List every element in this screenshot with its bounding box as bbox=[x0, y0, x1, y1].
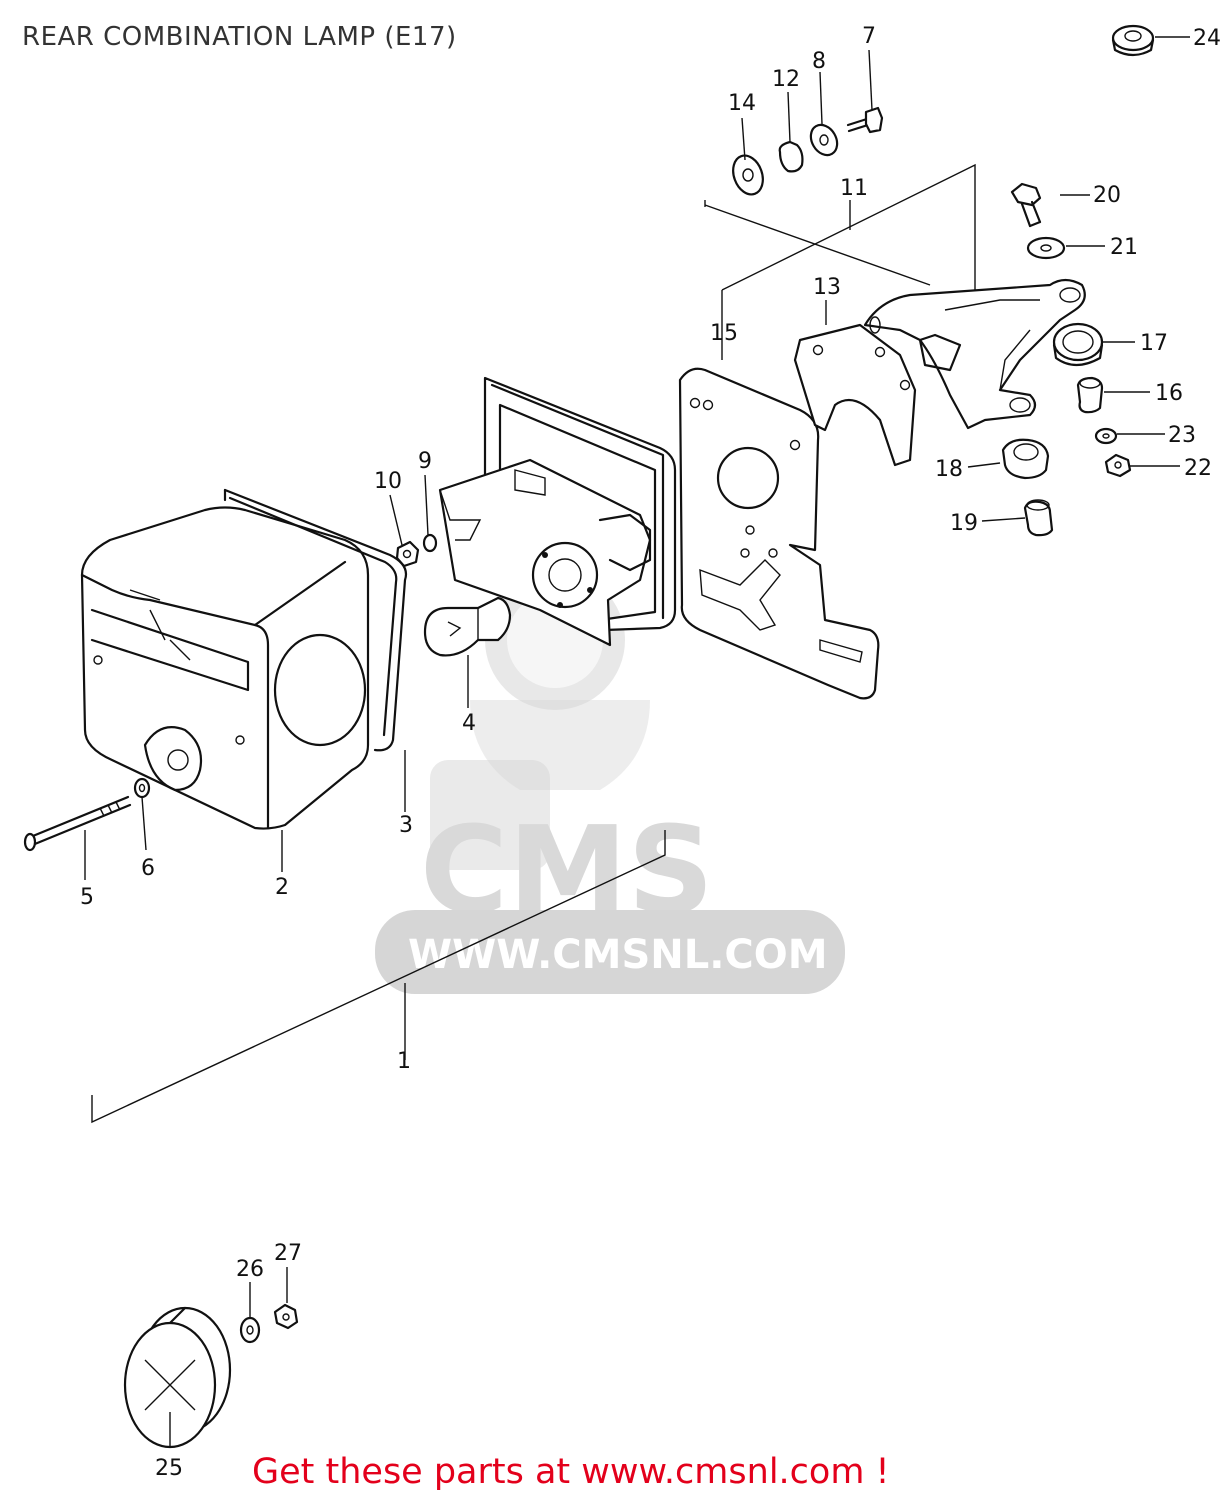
part-23-washer bbox=[1094, 427, 1118, 445]
part-14-cushion bbox=[732, 154, 764, 196]
callout-10: 10 bbox=[374, 469, 402, 494]
part-21-washer bbox=[1026, 236, 1066, 260]
callout-15: 15 bbox=[710, 321, 738, 346]
part-13-reinforcement bbox=[793, 323, 917, 467]
part-19-collar bbox=[1023, 499, 1054, 537]
part-27-nut bbox=[273, 1303, 299, 1330]
diagram-title: REAR COMBINATION LAMP (E17) bbox=[22, 22, 457, 52]
part-24-grommet bbox=[1111, 24, 1155, 57]
assembly-bracket-11 bbox=[704, 163, 976, 360]
get-parts-link[interactable]: Get these parts at www.cmsnl.com ! bbox=[252, 1452, 890, 1492]
part-8-washer bbox=[809, 123, 839, 157]
callout-20: 20 bbox=[1093, 183, 1121, 208]
part-11-bracket bbox=[863, 278, 1086, 430]
part-17-grommet bbox=[1052, 322, 1104, 367]
part-22-nut bbox=[1104, 453, 1132, 478]
callout-9: 9 bbox=[418, 449, 432, 474]
lamp-housing-socket bbox=[438, 376, 677, 647]
callout-8: 8 bbox=[812, 49, 826, 74]
part-5-screw bbox=[23, 795, 132, 852]
part-6-washer bbox=[133, 777, 151, 799]
assembly-bracket-1 bbox=[91, 830, 666, 1124]
callout-11: 11 bbox=[840, 176, 868, 201]
part-18-cushion bbox=[1001, 438, 1050, 480]
part-7-screw bbox=[846, 106, 884, 134]
part-12-collar bbox=[778, 140, 804, 173]
callout-3: 3 bbox=[399, 813, 413, 838]
callout-27: 27 bbox=[274, 1241, 302, 1266]
callout-14: 14 bbox=[728, 91, 756, 116]
callout-7: 7 bbox=[862, 24, 876, 49]
part-16-collar bbox=[1076, 376, 1104, 414]
callout-26: 26 bbox=[236, 1257, 264, 1282]
callout-4: 4 bbox=[462, 711, 476, 736]
callout-17: 17 bbox=[1140, 331, 1168, 356]
callout-2: 2 bbox=[275, 875, 289, 900]
callout-1: 1 bbox=[397, 1049, 411, 1074]
callout-25: 25 bbox=[155, 1456, 183, 1481]
part-20-bolt bbox=[1010, 182, 1042, 228]
part-15-plate bbox=[678, 367, 880, 700]
cms-watermark: CMS WWW.CMSNL.COM bbox=[375, 570, 845, 994]
callout-22: 22 bbox=[1184, 456, 1212, 481]
callout-labels: 1 2 3 4 5 6 7 8 9 10 11 12 13 14 15 16 1… bbox=[80, 24, 1221, 1481]
callout-12: 12 bbox=[772, 67, 800, 92]
part-25-reflector bbox=[123, 1306, 232, 1449]
callout-6: 6 bbox=[141, 856, 155, 881]
callout-24: 24 bbox=[1193, 26, 1221, 51]
leader-lines bbox=[84, 36, 1190, 1448]
callout-23: 23 bbox=[1168, 423, 1196, 448]
callout-5: 5 bbox=[80, 885, 94, 910]
callout-19: 19 bbox=[950, 511, 978, 536]
callout-13: 13 bbox=[813, 275, 841, 300]
part-9-washer bbox=[422, 533, 438, 553]
part-4-bulb bbox=[423, 596, 512, 657]
watermark-url: WWW.CMSNL.COM bbox=[408, 932, 828, 978]
part-2-lamp-lens bbox=[80, 506, 370, 830]
callout-21: 21 bbox=[1110, 235, 1138, 260]
callout-16: 16 bbox=[1155, 381, 1183, 406]
part-10-nut bbox=[395, 540, 420, 568]
part-26-washer bbox=[239, 1316, 261, 1344]
callout-18: 18 bbox=[935, 457, 963, 482]
